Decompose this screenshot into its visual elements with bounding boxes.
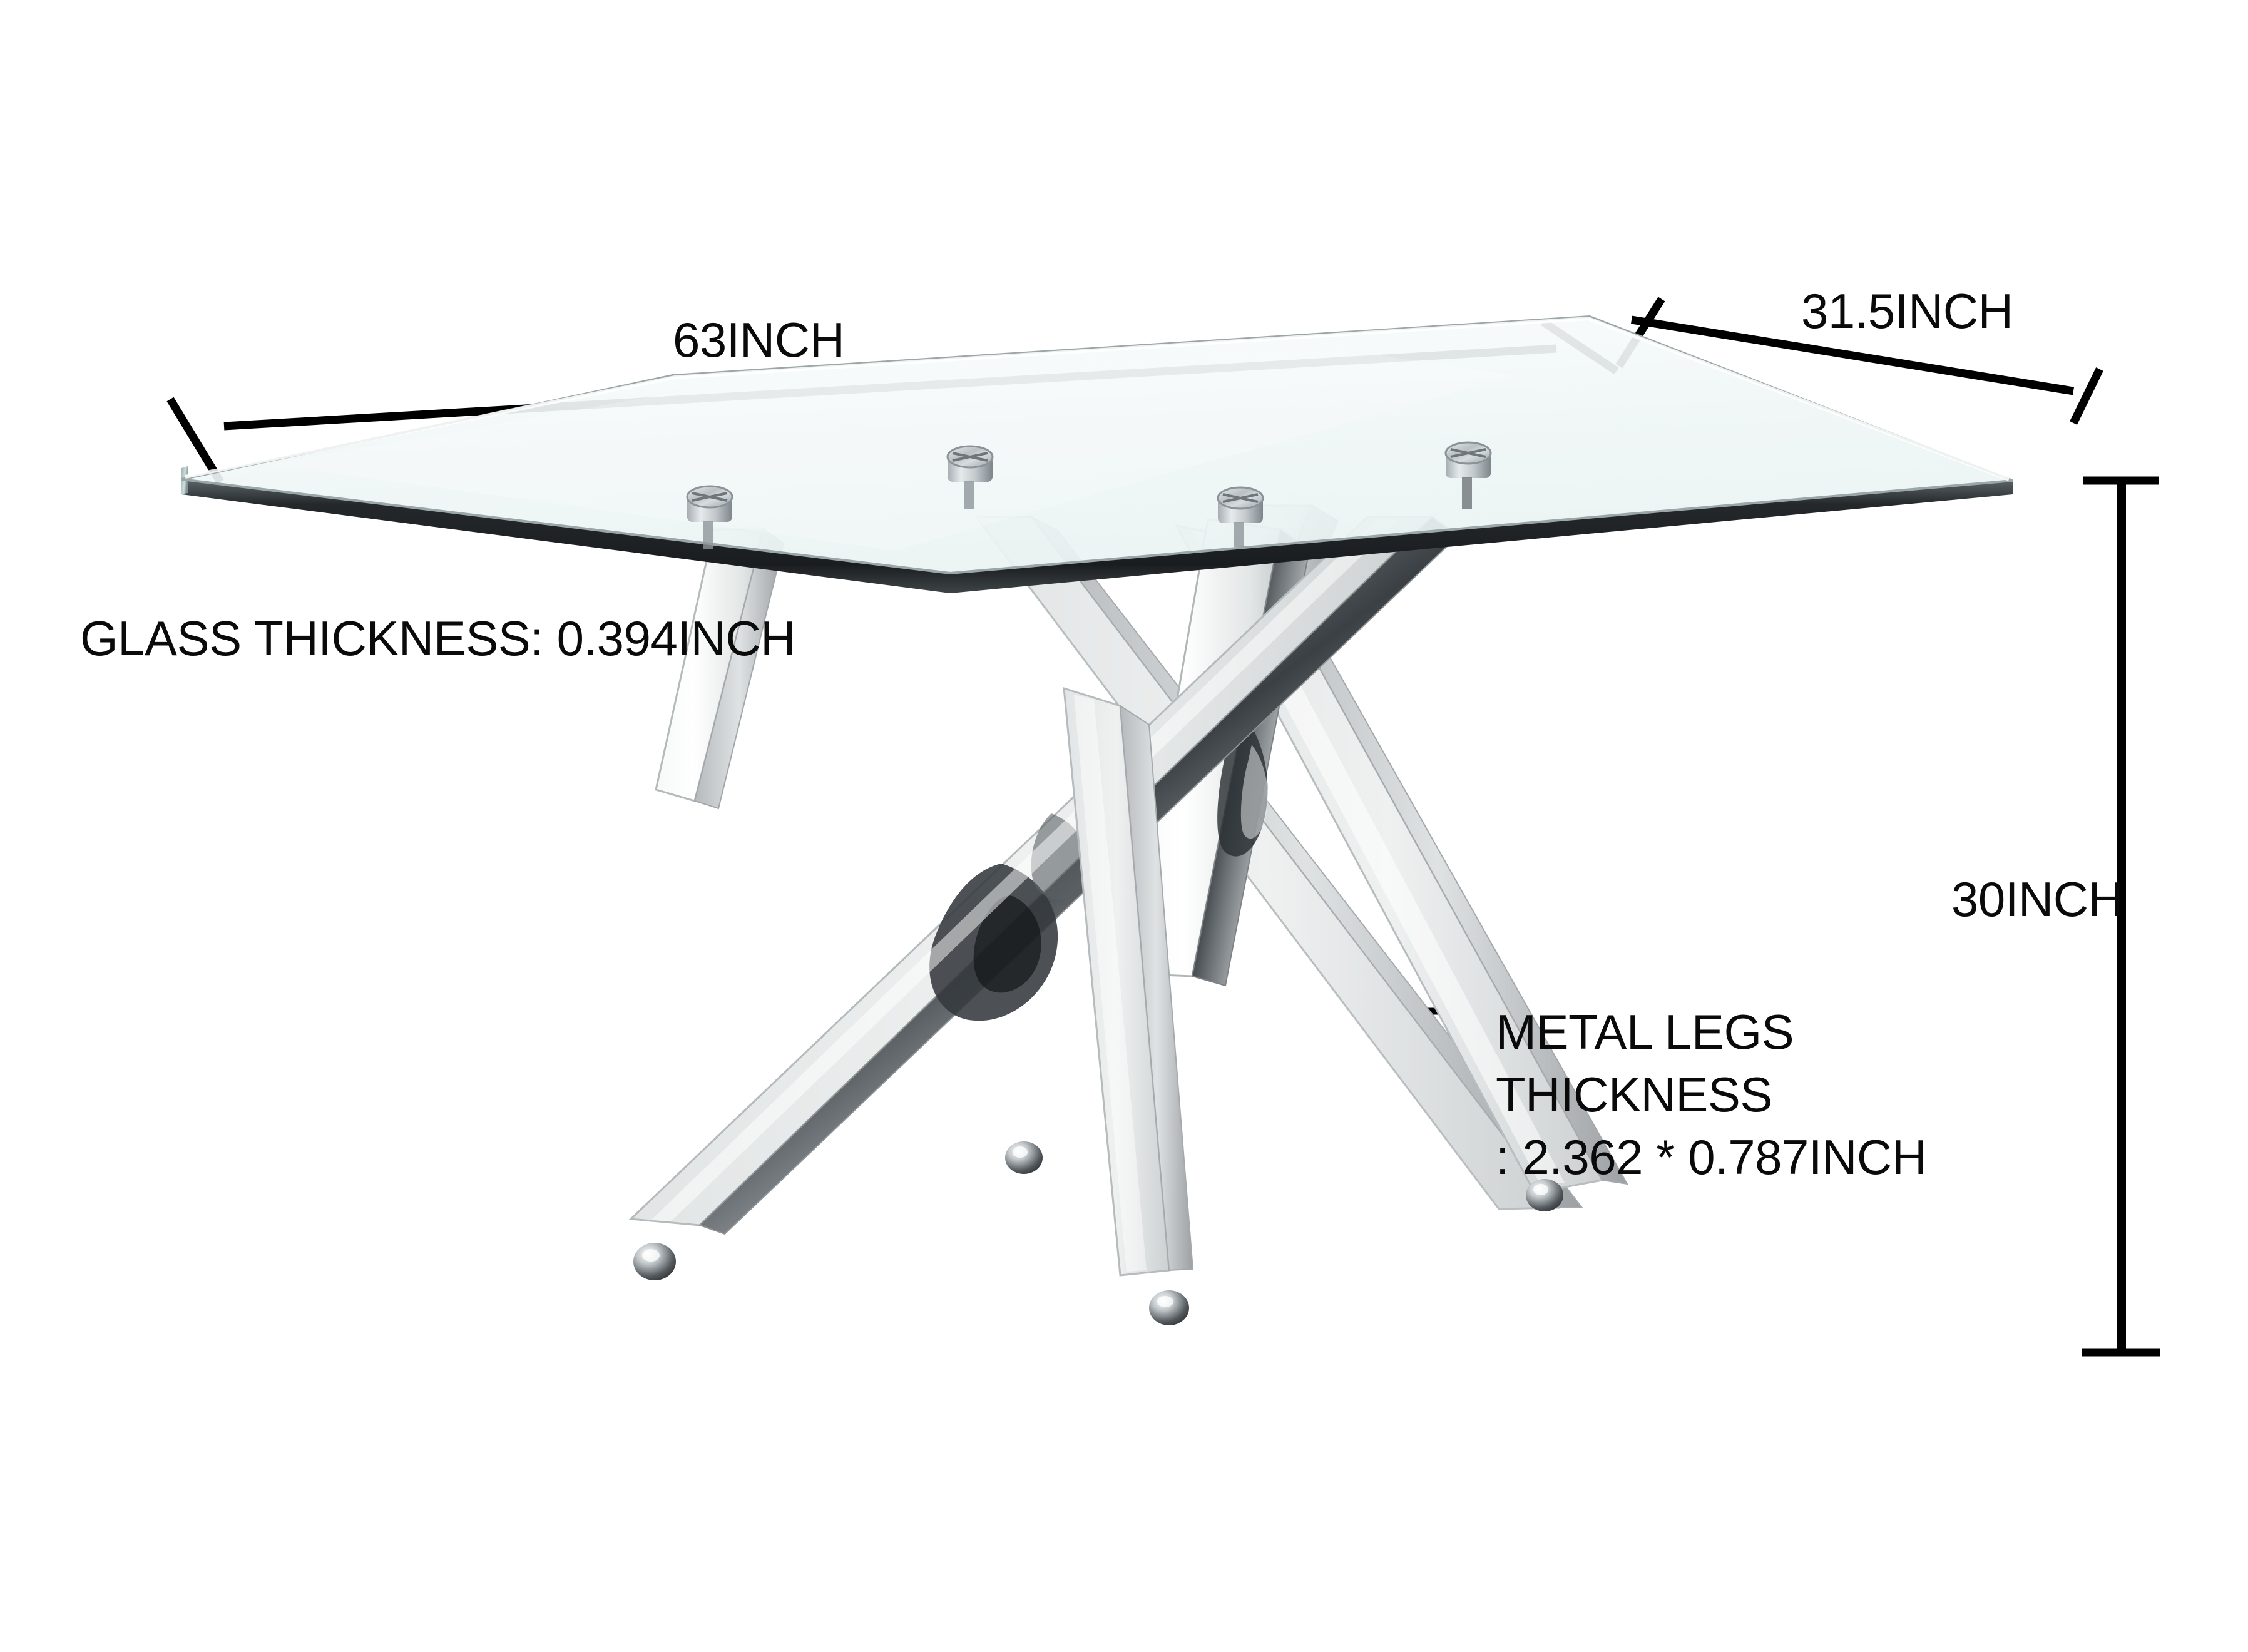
- height-dimension-label: 30INCH: [1951, 872, 2123, 927]
- metal-legs-thickness-line-1: METAL LEGS THICKNESS: [1496, 1004, 1794, 1122]
- leg-left-strut: [655, 528, 785, 810]
- metal-legs-thickness-line-2: : 2.362 * 0.787INCH: [1496, 1129, 1927, 1185]
- disc-stems: [703, 477, 1472, 549]
- metal-legs-thickness-label: METAL LEGS THICKNESS : 2.362 * 0.787INCH: [1496, 1001, 2046, 1188]
- depth-dimension-label: 31.5INCH: [1801, 283, 2013, 339]
- glass-tabletop: [181, 315, 2013, 593]
- leg-far-right: [974, 516, 1584, 1210]
- leg-center-right-vertical: [1063, 686, 1194, 1277]
- glass-thickness-label: GLASS THICKNESS: 0.394INCH: [80, 611, 795, 666]
- glass-mount-discs: [686, 441, 1492, 523]
- foot-glides: [633, 1141, 1563, 1325]
- leg-cross-ascending: [628, 516, 1459, 1235]
- width-dimension-label: 63INCH: [673, 312, 845, 367]
- dimension-line-height: [2082, 476, 2160, 1357]
